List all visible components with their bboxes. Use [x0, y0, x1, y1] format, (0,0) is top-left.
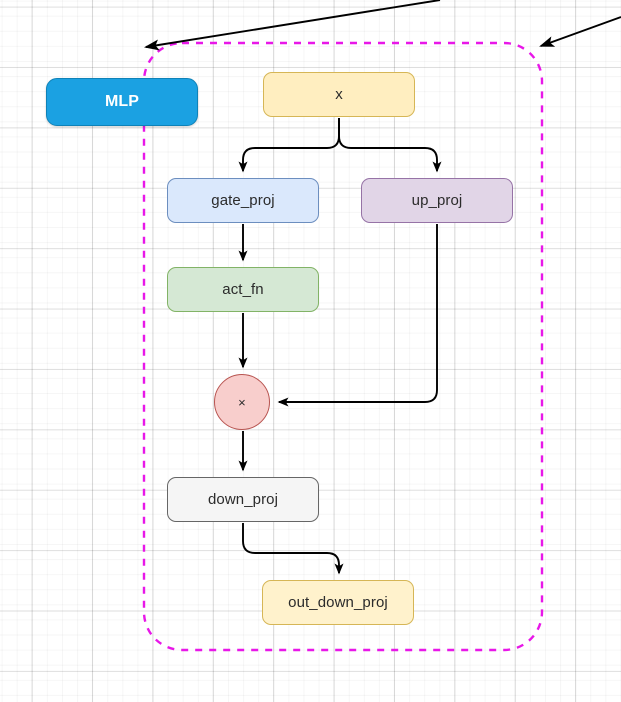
node-x[interactable]: x: [263, 72, 415, 117]
edge-up-proj-to-multiply: [277, 224, 438, 407]
pointer-right-arrow: [539, 16, 621, 47]
mlp-group-boundary: [142, 41, 544, 652]
node-mlp[interactable]: MLP: [46, 78, 198, 126]
node-out-down-proj[interactable]: out_down_proj: [262, 580, 414, 625]
edge-x-to-up-proj: [338, 118, 442, 173]
edge-x-to-gate-proj: [238, 118, 340, 173]
pointer-left-arrow: [144, 0, 441, 51]
node-multiply[interactable]: ×: [214, 374, 270, 430]
node-up-proj[interactable]: up_proj: [361, 178, 513, 223]
edge-down-proj-to-out-down-proj: [242, 523, 344, 575]
node-down-proj[interactable]: down_proj: [167, 477, 319, 522]
node-gate-proj[interactable]: gate_proj: [167, 178, 319, 223]
node-act-fn[interactable]: act_fn: [167, 267, 319, 312]
